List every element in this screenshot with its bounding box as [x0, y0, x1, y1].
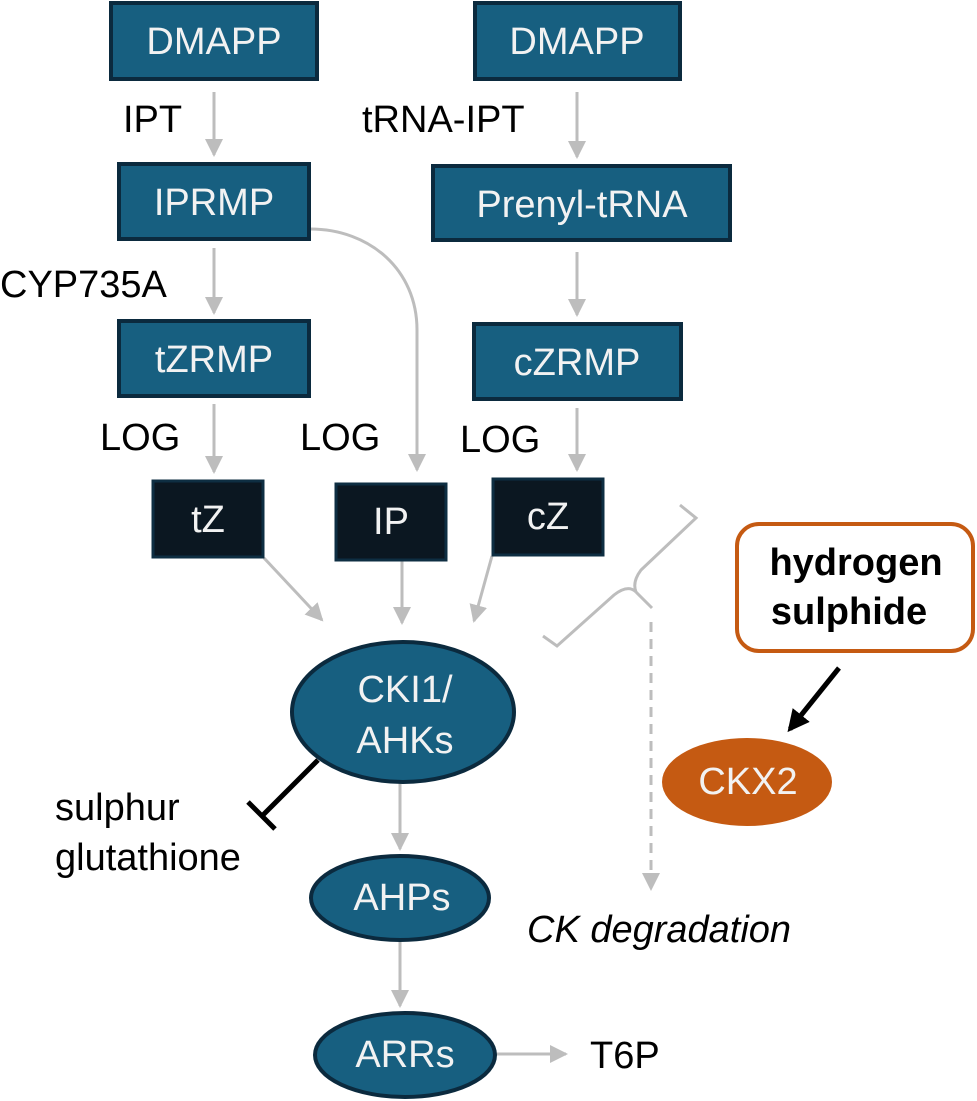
- node-tz: tZ: [151, 479, 265, 559]
- node-cki1-ahks: CKI1/ AHKs: [290, 640, 516, 784]
- node-ckx2: CKX2: [662, 738, 832, 826]
- node-czrmp-label: cZRMP: [514, 342, 641, 384]
- node-prenyl-trna-label: Prenyl-tRNA: [476, 184, 688, 226]
- arrows: [205, 92, 699, 1063]
- node-ip: IP: [334, 482, 448, 562]
- label-sulphur: sulphur: [55, 787, 180, 829]
- label-ck-degradation: CK degradation: [527, 909, 791, 951]
- node-tzrmp-label: tZRMP: [155, 339, 273, 381]
- enzyme-trna-ipt-label: tRNA-IPT: [362, 99, 525, 141]
- node-iprmp-label: IPRMP: [154, 182, 274, 224]
- enzyme-log-middle-label: LOG: [300, 417, 380, 459]
- node-dmapp-left-label: DMAPP: [146, 21, 281, 63]
- node-hydrogen-sulphide: hydrogen sulphide: [735, 522, 975, 653]
- node-dmapp-right: DMAPP: [473, 1, 682, 81]
- arrow-tz-cki1: [262, 556, 324, 622]
- enzyme-cyp735a-label: CYP735A: [0, 264, 168, 306]
- enzyme-log-left-label: LOG: [100, 417, 180, 459]
- bracket-cusp: [634, 590, 654, 610]
- node-ahps: AHPs: [309, 854, 491, 942]
- enzyme-log-right-label: LOG: [460, 419, 540, 461]
- node-arrs: ARRs: [313, 1011, 497, 1099]
- label-t6p: T6P: [590, 1035, 660, 1077]
- node-dmapp-right-label: DMAPP: [509, 21, 644, 63]
- node-cki1-label-line2: AHKs: [356, 720, 453, 762]
- inhibition-cki1-sulphur: [246, 758, 320, 831]
- node-cz: cZ: [491, 477, 605, 557]
- node-cki1-label-line1: CKI1/: [357, 669, 452, 711]
- node-dmapp-left: DMAPP: [109, 1, 319, 81]
- node-arrs-label: ARRs: [355, 1034, 454, 1076]
- node-tz-label: tZ: [191, 499, 225, 541]
- hydrogen-sulphide-label-line2: sulphide: [771, 591, 927, 633]
- node-prenyl-trna: Prenyl-tRNA: [431, 164, 732, 242]
- node-tzrmp: tZRMP: [117, 319, 311, 398]
- node-czrmp: cZRMP: [472, 322, 683, 401]
- node-ckx2-label: CKX2: [698, 761, 797, 803]
- node-ahps-label: AHPs: [353, 877, 450, 919]
- arrow-iprmp-ip-curve: [309, 227, 426, 472]
- node-iprmp: IPRMP: [117, 162, 311, 241]
- node-cz-label: cZ: [527, 496, 569, 538]
- hydrogen-sulphide-label-line1: hydrogen: [769, 542, 942, 584]
- arrow-hydrogen-sulphide-ckx2: [787, 666, 841, 733]
- arrow-cz-cki1: [469, 555, 494, 623]
- enzyme-ipt-label: IPT: [123, 99, 182, 141]
- label-glutathione: glutathione: [55, 837, 241, 879]
- node-ip-label: IP: [373, 501, 409, 543]
